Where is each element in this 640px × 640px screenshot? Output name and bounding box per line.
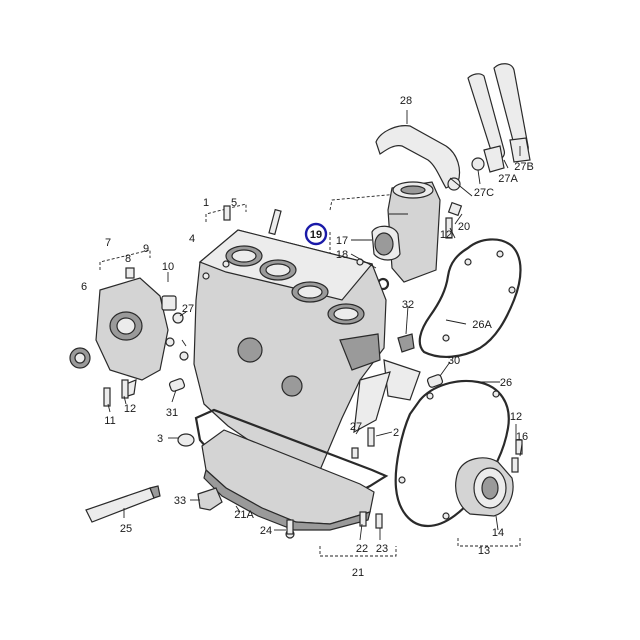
coolant-hoses <box>375 63 531 197</box>
callout-14: 14 <box>492 527 504 539</box>
callout-27C: 27C <box>474 187 494 199</box>
thermostat-housing <box>371 181 463 291</box>
callout-5: 5 <box>231 197 237 209</box>
leader-lines <box>107 110 523 541</box>
callout-32: 32 <box>402 299 414 311</box>
callout-2: 2 <box>393 427 399 439</box>
callout-28: 28 <box>400 95 412 107</box>
callout-27A: 27A <box>498 173 518 185</box>
callout-21: 21 <box>352 567 364 579</box>
callout-12-top: 12 <box>440 229 452 241</box>
callout-26a: 26A <box>472 319 492 331</box>
callout-17: 17 <box>336 235 348 247</box>
callout-20: 20 <box>458 221 470 233</box>
callout-13: 13 <box>478 545 490 557</box>
callout-12-right: 12 <box>510 411 522 423</box>
callout-1: 1 <box>203 197 209 209</box>
callout-16: 16 <box>516 431 528 443</box>
callout-23: 23 <box>376 543 388 555</box>
callout-27-block: 27 <box>350 421 362 433</box>
callout-3: 3 <box>157 433 163 445</box>
callout-12-left: 12 <box>124 403 136 415</box>
callout-33: 33 <box>174 495 186 507</box>
callout-26: 26 <box>500 377 512 389</box>
callout-9: 9 <box>143 243 149 255</box>
oil-pan <box>194 408 389 539</box>
callout-22: 22 <box>356 543 368 555</box>
callout-11: 11 <box>104 415 115 427</box>
callout-18: 18 <box>336 249 348 261</box>
engine-block <box>193 229 421 471</box>
front-cover <box>69 267 189 397</box>
callout-19-highlight-ring <box>304 222 328 246</box>
callout-4: 4 <box>189 233 195 245</box>
callout-21a: 21A <box>234 509 254 521</box>
callout-6: 6 <box>81 281 87 293</box>
rear-seal-flange <box>455 439 523 517</box>
callout-31: 31 <box>166 407 178 419</box>
callout-19: 19 <box>310 229 322 241</box>
callout-30: 30 <box>448 355 460 367</box>
callout-labels: 1 2 3 4 5 6 7 8 9 10 11 12 12 12 13 14 1… <box>81 95 534 579</box>
callout-27B: 27B <box>514 161 534 173</box>
callout-10: 10 <box>162 261 174 273</box>
callout-27-left: 27 <box>182 303 194 315</box>
callout-8: 8 <box>125 253 131 265</box>
callout-24: 24 <box>260 525 272 537</box>
rear-gasket <box>418 238 522 358</box>
callout-7: 7 <box>105 237 111 249</box>
small-parts <box>85 205 444 529</box>
callout-25: 25 <box>120 523 132 535</box>
